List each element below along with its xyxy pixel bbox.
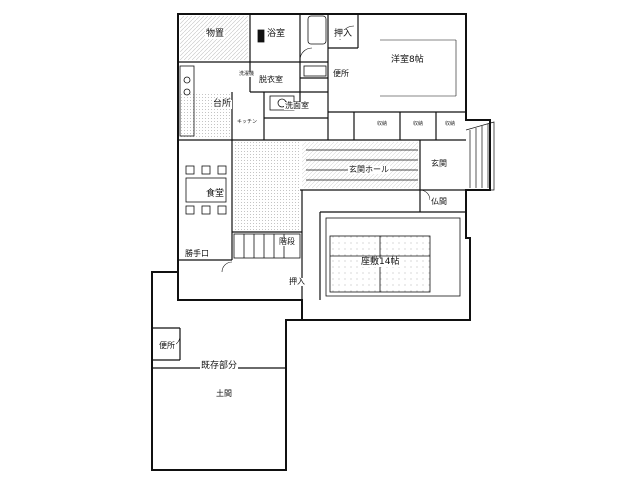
room-kitchen: キッチン (236, 119, 259, 125)
room-oshiire-mid: 押入 (288, 277, 306, 286)
note-storage-c: 収納 (444, 121, 457, 127)
room-kison: 既存部分 (200, 361, 239, 371)
genkan-steps (306, 121, 495, 191)
room-datsuijo: 脱衣室 (258, 75, 284, 84)
room-doma: 土間 (215, 389, 233, 398)
room-butsuma: 仏間 (430, 197, 448, 206)
room-zashiki: 座敷14帖 (360, 257, 401, 267)
room-genkan: 玄関 (430, 159, 448, 168)
dining-furniture (185, 165, 227, 215)
room-benjo-top: 便所 (332, 69, 350, 78)
room-genkan-hall: 玄関ホール (348, 165, 390, 174)
note-closet: 洗濯機 (238, 71, 256, 77)
room-youshitsu: 洋室8帖 (390, 55, 425, 65)
interior-walls (152, 14, 466, 369)
room-daidokoro: 台所 (212, 99, 233, 109)
note-storage-a: 収納 (376, 121, 389, 127)
bedroom-lines (380, 39, 457, 97)
outer-walls (151, 13, 491, 471)
room-oshiire-top: 押入 (333, 29, 354, 39)
room-benjo-bottom: 便所 (158, 341, 176, 350)
room-senmenjo: 洗面室 (284, 101, 310, 110)
room-yokushitsu: 浴室 (266, 29, 287, 39)
room-shokudo: 食堂 (205, 189, 226, 199)
room-kaidan: 階段 (278, 237, 296, 246)
room-monooki: 物置 (205, 29, 226, 39)
note-storage-b: 収納 (412, 121, 425, 127)
room-katteguchi: 勝手口 (184, 249, 210, 258)
